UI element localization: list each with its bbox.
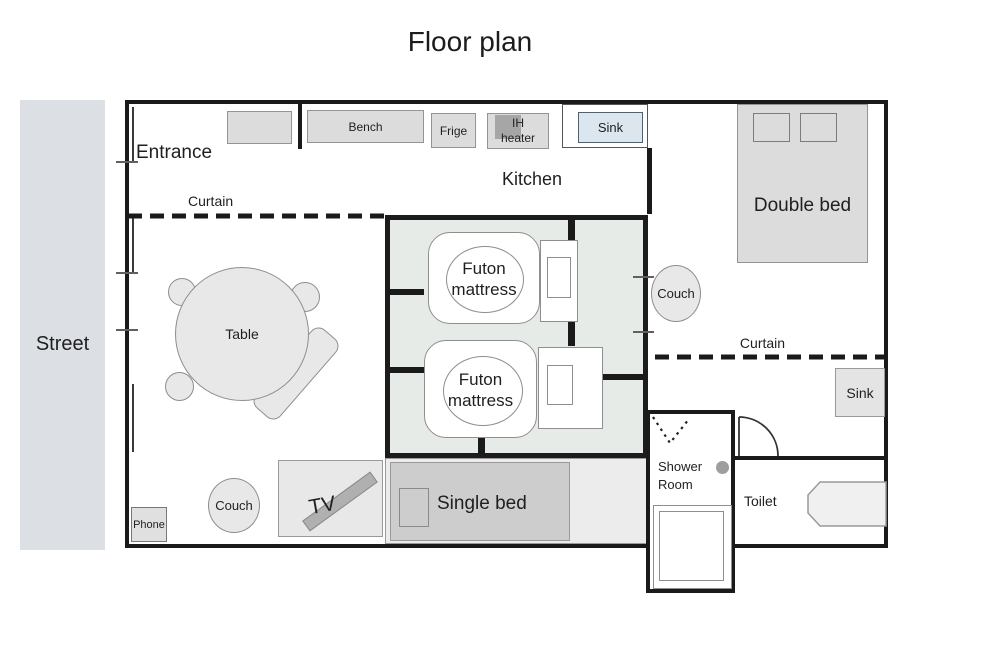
futon-1-ellipse: [446, 246, 524, 313]
window-line: [132, 107, 134, 162]
shower-base: [653, 505, 732, 589]
kitchen-label: Kitchen: [501, 169, 563, 189]
single-bed: Single bed: [390, 462, 570, 541]
couch-left: Couch: [208, 478, 260, 533]
shower-room: Shower Room: [646, 410, 735, 593]
bedroom-curtain-label: Curtain: [739, 335, 786, 351]
futon-wall-stub: [478, 430, 485, 455]
double-bed: Double bed: [737, 104, 868, 263]
futon-2-pillow-inner: [547, 365, 573, 405]
ih-heater-line1: IH: [512, 116, 524, 130]
ih-heater: IH heater: [487, 113, 549, 149]
kitchen-fridge: Frige: [431, 113, 476, 148]
futon-2-ellipse: [443, 356, 523, 426]
shower-label-line1: Shower: [658, 459, 703, 474]
toilet-wall: [735, 456, 888, 460]
futon-2-line1: Futon: [458, 370, 503, 389]
bedroom-sink: Sink: [835, 368, 885, 417]
phone-label: Phone: [133, 518, 165, 531]
kitchen-sink-label: Sink: [597, 120, 624, 135]
futon-1-pillow: [540, 240, 578, 322]
window-line: [132, 384, 134, 452]
kitchen-sink: Sink: [578, 112, 643, 143]
wall-tick: [633, 276, 654, 278]
street: Street: [20, 100, 105, 550]
couch-right: Couch: [651, 265, 701, 322]
futon-1: Futon mattress: [428, 232, 540, 324]
kitchen-bench: Bench: [307, 110, 424, 143]
entrance-cabinet: [227, 111, 292, 144]
futon-wall-stub: [389, 289, 424, 295]
ih-heater-label: IH heater: [488, 116, 548, 146]
window-line: [132, 218, 134, 273]
shower-base-inner: [659, 511, 724, 581]
bench-label: Bench: [348, 119, 383, 134]
futon-1-line2: mattress: [451, 280, 517, 299]
chair: [165, 372, 194, 401]
phone-box: Phone: [131, 507, 167, 542]
street-label: Street: [35, 333, 90, 355]
toilet-fixture: [807, 481, 887, 527]
futon-2-pillow: [538, 347, 603, 429]
futon-2: Futon mattress: [424, 340, 537, 438]
toilet-label: Toilet: [744, 493, 777, 509]
table-label: Table: [225, 326, 259, 342]
tv: TV: [278, 460, 383, 537]
kitchen-wall: [647, 148, 652, 214]
futon-1-label: Futon mattress: [429, 258, 539, 300]
wall-tick: [116, 161, 138, 163]
shower-label-line2: Room: [658, 477, 693, 492]
bedroom-sink-label: Sink: [846, 384, 874, 401]
page-title: Floor plan: [407, 26, 533, 57]
floor-outline: [125, 100, 888, 548]
dining-table: Table: [175, 267, 309, 401]
couch-left-label: Couch: [215, 498, 253, 513]
entrance-curtain-label: Curtain: [188, 193, 234, 209]
double-bed-pillow: [800, 113, 837, 142]
single-bed-area: Single bed: [385, 458, 648, 544]
futon-2-line2: mattress: [447, 391, 514, 410]
ih-heater-plate: [495, 115, 521, 139]
entrance-label: Entrance: [136, 142, 213, 163]
double-bed-pillow: [753, 113, 790, 142]
futon-wall-stub: [588, 374, 646, 380]
futon-2-label: Futon mattress: [425, 369, 536, 411]
wall-tick: [633, 331, 654, 333]
wall-tick: [116, 329, 138, 331]
couch-right-label: Couch: [657, 286, 695, 301]
futon-wall-stub: [389, 367, 424, 373]
futon-wall-stub: [568, 320, 575, 346]
futon-1-line1: Futon: [462, 259, 506, 278]
shower-door-v: [652, 416, 690, 445]
futon-wall-stub: [568, 219, 575, 240]
single-bed-label: Single bed: [437, 493, 527, 514]
shower-drain-dot: [716, 461, 729, 474]
fridge-label: Frige: [439, 123, 468, 138]
entrance-kitchen-wall: [298, 104, 302, 149]
toilet-door-arc: [738, 416, 779, 457]
ih-heater-line2: heater: [500, 131, 536, 145]
shower-room-label: Shower Room: [658, 458, 702, 494]
futon-1-pillow-inner: [547, 257, 571, 298]
double-bed-label: Double bed: [753, 195, 852, 216]
single-bed-pillow: [399, 488, 429, 527]
wall-tick: [116, 272, 138, 274]
